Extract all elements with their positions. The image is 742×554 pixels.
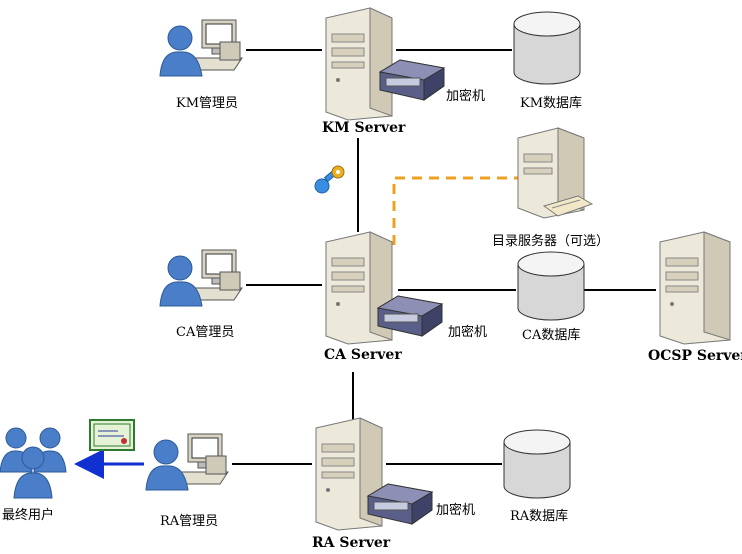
directory-server-label: 目录服务器（可选） bbox=[492, 234, 610, 249]
end-users-label: 最终用户 bbox=[2, 508, 55, 523]
km-server-label: KM Server bbox=[322, 120, 406, 136]
ra-server-tower-icon bbox=[315, 417, 383, 531]
km-encryptor-label: 加密机 bbox=[446, 89, 486, 104]
end-users-group-icon bbox=[0, 427, 67, 499]
ca-db-label: CA数据库 bbox=[522, 328, 581, 343]
ca-admin-computer-icon bbox=[159, 249, 243, 307]
ca-encryptor-label: 加密机 bbox=[448, 325, 488, 340]
certificate-icon bbox=[89, 419, 135, 451]
km-admin-computer-icon bbox=[159, 19, 243, 77]
ra-admin-label: RA管理员 bbox=[160, 514, 219, 529]
ra-db-cylinder-icon bbox=[503, 429, 571, 499]
key-icon bbox=[314, 165, 345, 194]
ca-db-cylinder-icon bbox=[517, 251, 585, 321]
km-encryptor-icon bbox=[378, 59, 446, 101]
directory-server-icon bbox=[517, 127, 594, 219]
ocsp-server-tower-icon bbox=[659, 231, 731, 345]
ca-encryptor-icon bbox=[376, 295, 444, 337]
km-db-cylinder-icon bbox=[513, 11, 581, 85]
km-admin-label: KM管理员 bbox=[176, 96, 239, 111]
ra-encryptor-icon bbox=[366, 483, 434, 525]
ra-db-label: RA数据库 bbox=[510, 509, 569, 524]
ca-server-tower-icon bbox=[325, 231, 393, 345]
ra-server-label: RA Server bbox=[312, 535, 391, 551]
km-db-label: KM数据库 bbox=[520, 96, 583, 111]
ra-admin-computer-icon bbox=[145, 433, 229, 491]
ca-server-label: CA Server bbox=[324, 347, 402, 363]
ocsp-server-label: OCSP Server bbox=[648, 348, 742, 364]
line-caserver-directory bbox=[392, 176, 520, 245]
ra-encryptor-label: 加密机 bbox=[436, 503, 476, 518]
ca-admin-label: CA管理员 bbox=[176, 325, 235, 340]
